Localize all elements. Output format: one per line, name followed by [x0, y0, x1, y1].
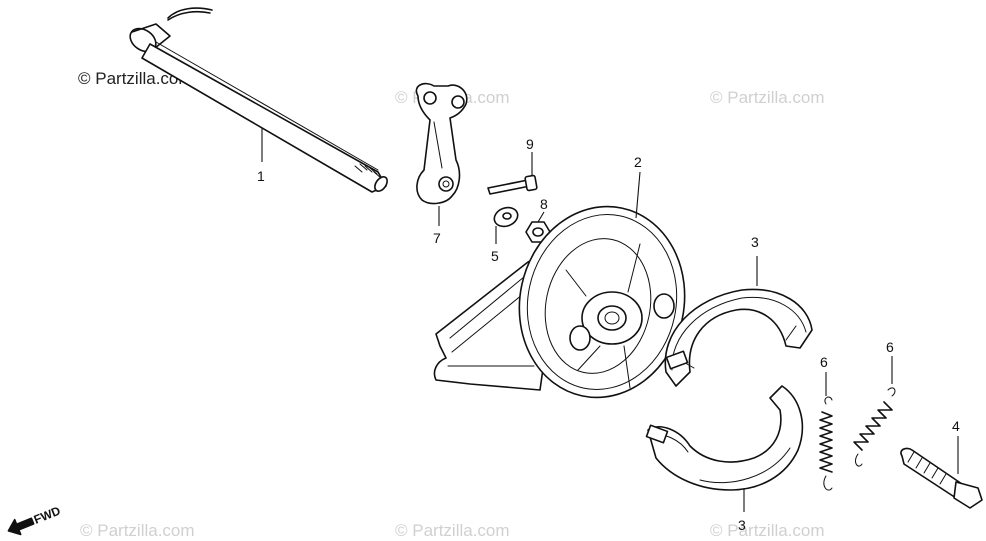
- washer-part: [493, 206, 519, 228]
- watermark-bottom-left: © Partzilla.com: [80, 521, 195, 540]
- brake-arm-part: [415, 82, 468, 205]
- callout-7: 7: [433, 230, 441, 246]
- callout-5: 5: [491, 248, 499, 264]
- brake-cam-part: [900, 447, 983, 509]
- brake-shoe-upper-part: [664, 288, 813, 387]
- callout-9: 9: [526, 136, 534, 152]
- watermark-top-left: © Partzilla.com: [78, 69, 193, 88]
- watermark-bottom-right: © Partzilla.com: [710, 521, 825, 540]
- leader-8: [537, 211, 545, 223]
- watermark-bottom-center: © Partzilla.com: [395, 521, 510, 540]
- fwd-arrow-icon: [7, 517, 35, 536]
- callout-3-lower: 3: [738, 517, 746, 533]
- callout-6-right: 6: [886, 339, 894, 355]
- callout-8: 8: [540, 196, 548, 212]
- bolt-part: [487, 174, 538, 195]
- fwd-arrow: FWD: [7, 503, 63, 536]
- callout-3-upper: 3: [751, 234, 759, 250]
- spring-right-part: [853, 387, 896, 467]
- watermark-top-right: © Partzilla.com: [710, 88, 825, 107]
- axle-part: [129, 7, 388, 193]
- brake-shoe-lower-part: [645, 385, 804, 491]
- callout-6-left: 6: [820, 354, 828, 370]
- brake-panel-part: [433, 205, 686, 399]
- callout-4: 4: [952, 418, 960, 434]
- leader-2: [635, 171, 641, 219]
- spring-left-part: [819, 396, 833, 491]
- fwd-label: FWD: [32, 503, 63, 526]
- callout-2: 2: [634, 154, 642, 170]
- callout-1: 1: [257, 168, 265, 184]
